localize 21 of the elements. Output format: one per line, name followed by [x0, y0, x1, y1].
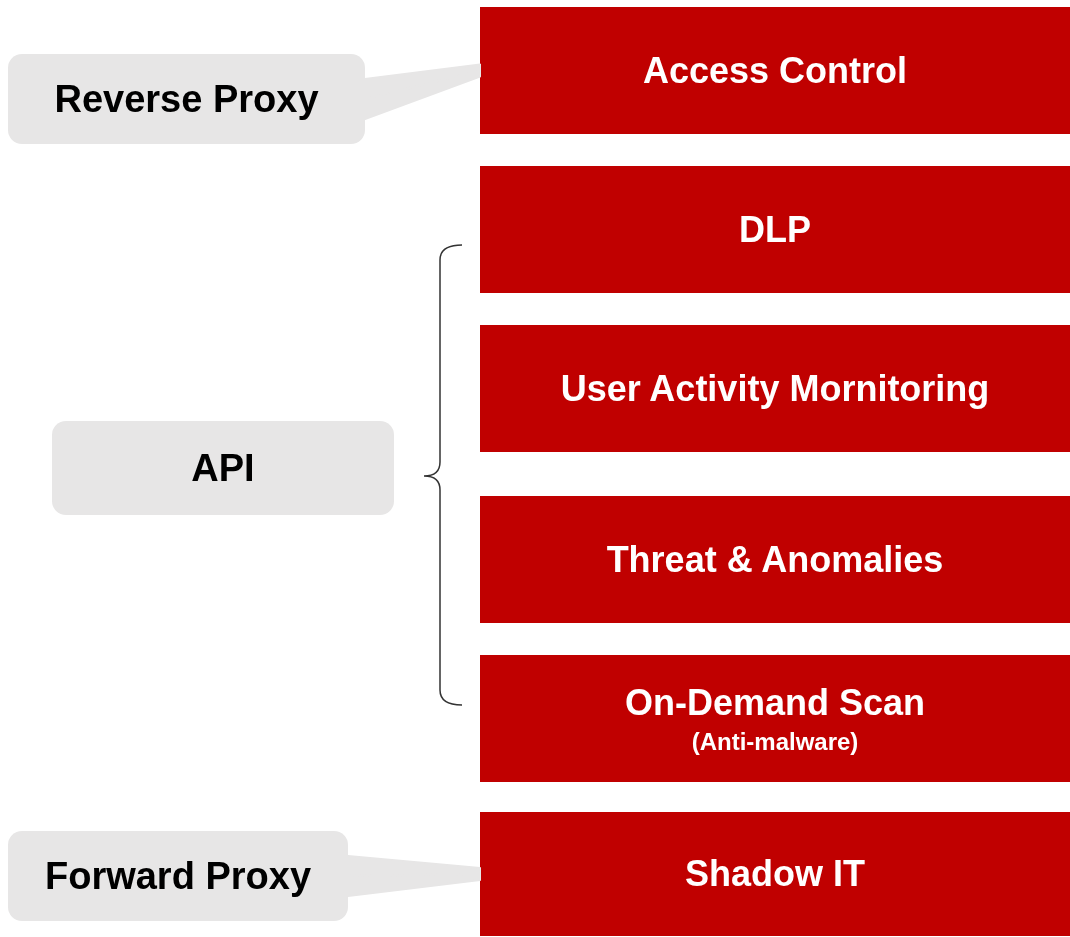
feature-box	[480, 496, 1070, 623]
method-box	[52, 421, 394, 515]
feature-box	[480, 7, 1070, 134]
box-subtitle: (Anti-malware)	[691, 727, 859, 756]
box-label: Access Control	[642, 49, 908, 92]
box-label: Reverse Proxy	[54, 77, 319, 121]
box-label: DLP	[739, 208, 811, 251]
feature-box	[480, 325, 1070, 452]
feature-box	[480, 166, 1070, 293]
feature-box	[480, 655, 1070, 782]
box-label: API	[191, 446, 255, 490]
method-box	[8, 831, 348, 921]
feature-box	[480, 812, 1070, 936]
box-label: Forward Proxy	[44, 854, 312, 898]
callout-pointer	[364, 63, 481, 120]
box-label: Threat & Anomalies	[606, 538, 944, 581]
box-label: User Activity Mornitoring	[560, 367, 990, 410]
method-box	[8, 54, 365, 144]
callout-pointer	[347, 855, 481, 897]
box-label: Shadow IT	[685, 853, 865, 895]
box-label: On-Demand Scan	[624, 681, 926, 724]
